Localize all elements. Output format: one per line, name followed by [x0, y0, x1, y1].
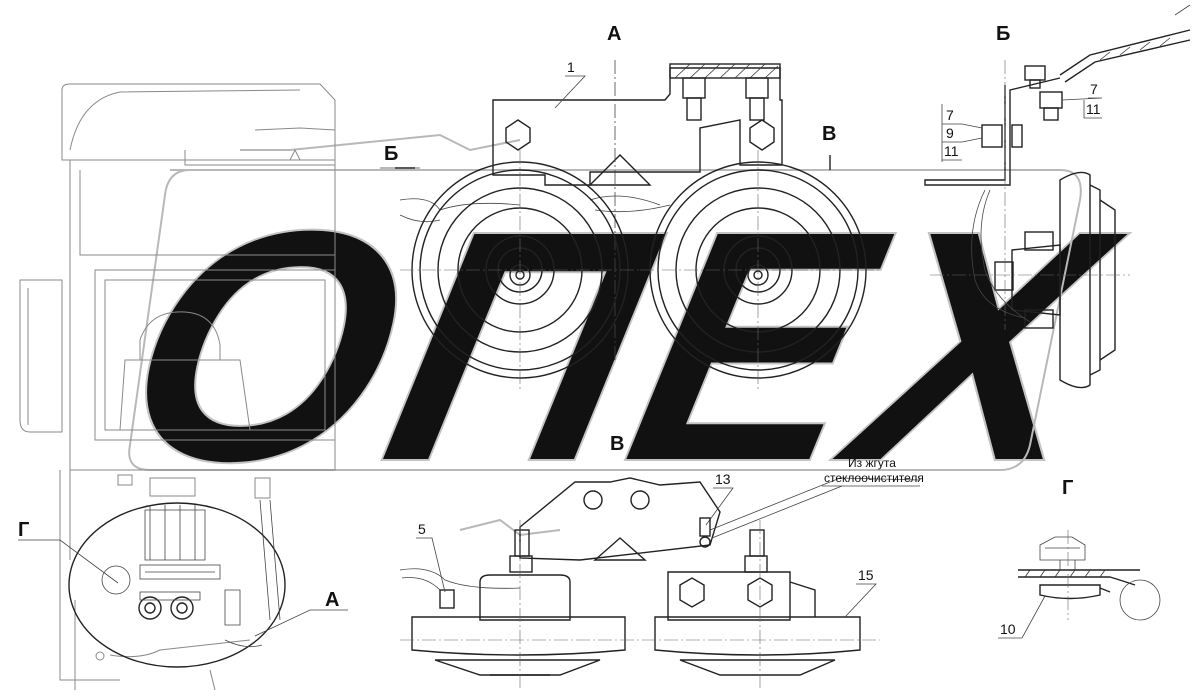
label-section-v: В — [822, 123, 836, 145]
label-view-v: В — [610, 433, 624, 455]
callout-11-b-left: 11 — [944, 143, 959, 159]
truck-cab-outline — [19, 83, 336, 691]
note-line-2: стеклоочистителя — [824, 471, 924, 485]
watermark: ОПЕХ — [97, 133, 1147, 537]
view-a: А — [380, 23, 880, 390]
label-view-a: А — [607, 23, 621, 45]
callout-10: 10 — [1000, 621, 1016, 637]
note-line-1: Из жгута — [848, 456, 896, 470]
cab-leaders: Г А — [18, 519, 348, 637]
label-view-b: Б — [996, 23, 1010, 45]
cab-detail-area — [68, 499, 286, 668]
callout-5: 5 — [418, 521, 426, 537]
watermark-text: ОПЕХ — [98, 161, 1146, 530]
callout-7-b-left: 7 — [946, 107, 954, 123]
view-v: В 5 13 И — [399, 433, 924, 690]
callout-9-b-left: 9 — [946, 125, 954, 141]
label-view-g-cab: Г — [18, 519, 29, 541]
view-b: Б 7 11 7 9 11 — [924, 4, 1191, 389]
callout-1: 1 — [567, 59, 575, 75]
view-g: Г 10 — [998, 477, 1161, 639]
label-section-b: Б — [384, 143, 398, 165]
callout-13: 13 — [715, 471, 731, 487]
label-view-g: Г — [1062, 477, 1073, 499]
callout-15: 15 — [858, 567, 874, 583]
label-view-a-cab: А — [325, 589, 339, 611]
callout-11-b-right: 11 — [1086, 101, 1101, 117]
callout-7-b-right: 7 — [1090, 81, 1098, 97]
